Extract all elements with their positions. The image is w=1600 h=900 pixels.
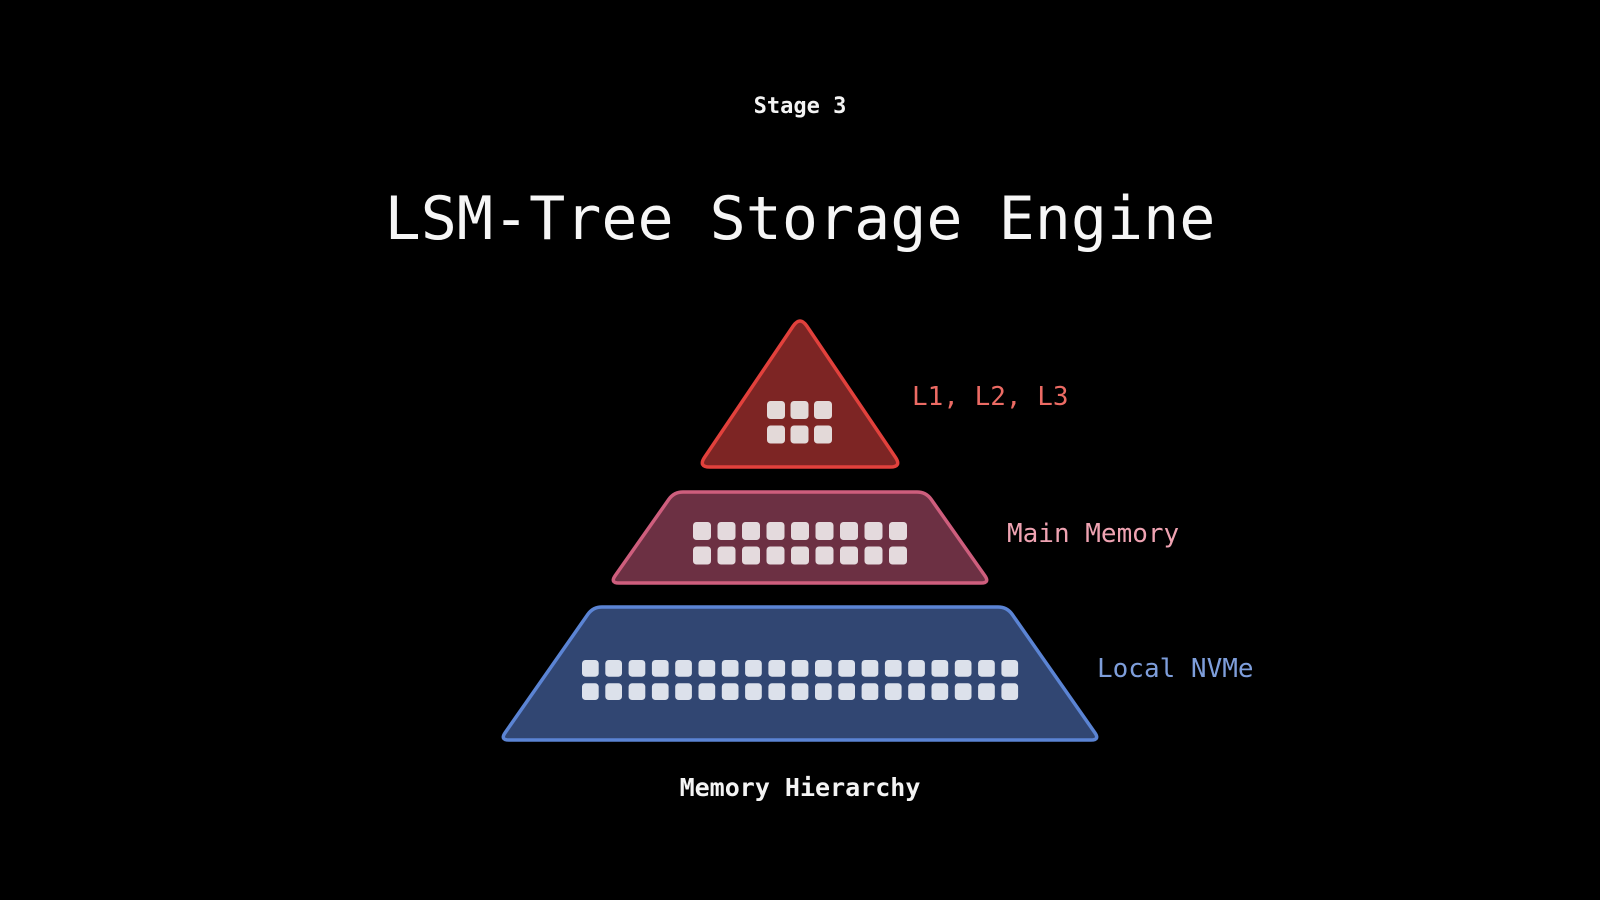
memory-cell <box>628 683 646 700</box>
memory-cell <box>815 660 832 677</box>
memory-cell <box>605 683 622 700</box>
pyramid-layer-cpu-caches <box>700 319 900 469</box>
label-main-memory: Main Memory <box>1007 519 1180 549</box>
memory-cell <box>978 660 995 677</box>
memory-cell <box>717 522 736 540</box>
diagram-caption: Memory Hierarchy <box>679 773 921 802</box>
memory-cell <box>582 660 599 677</box>
local-nvme-cell-grid <box>582 660 1019 700</box>
memory-cell <box>815 522 834 540</box>
memory-cell <box>745 683 762 700</box>
memory-cell <box>721 660 739 677</box>
memory-cell <box>815 546 834 565</box>
memory-cell <box>1001 660 1019 677</box>
memory-cell <box>1001 683 1019 700</box>
cpu-caches-cell-grid <box>767 401 832 444</box>
memory-cell <box>908 660 925 677</box>
memory-cell <box>766 522 785 540</box>
label-local-nvme: Local NVMe <box>1097 654 1254 684</box>
memory-cell <box>861 660 879 677</box>
memory-cell <box>790 425 809 444</box>
memory-cell <box>954 660 972 677</box>
memory-cell <box>742 522 760 540</box>
memory-cell <box>745 660 762 677</box>
memory-cell <box>884 683 902 700</box>
memory-cell <box>791 546 809 565</box>
memory-cell <box>840 522 858 540</box>
memory-cell <box>675 660 692 677</box>
pyramid-layer-main-memory <box>611 490 989 585</box>
memory-cell <box>884 660 902 677</box>
memory-cell <box>698 683 716 700</box>
memory-cell <box>721 683 739 700</box>
memory-cell <box>931 683 949 700</box>
memory-cell <box>814 425 832 444</box>
memory-cell <box>693 546 711 565</box>
memory-cell <box>698 660 716 677</box>
stage-label: Stage 3 <box>753 94 847 119</box>
memory-cell <box>768 683 786 700</box>
memory-cell <box>605 660 622 677</box>
memory-cell <box>767 425 785 444</box>
label-cpu-caches: L1, L2, L3 <box>912 382 1069 412</box>
memory-cell <box>978 683 995 700</box>
memory-cell <box>768 660 786 677</box>
memory-cell <box>908 683 925 700</box>
memory-cell <box>838 660 855 677</box>
memory-cell <box>717 546 736 565</box>
memory-cell <box>889 522 907 540</box>
memory-cell <box>767 401 785 419</box>
memory-cell <box>814 401 832 419</box>
memory-cell <box>864 522 883 540</box>
memory-cell <box>791 522 809 540</box>
memory-cell <box>628 660 646 677</box>
memory-cell <box>675 683 692 700</box>
memory-cell <box>651 683 669 700</box>
memory-cell <box>693 522 711 540</box>
memory-cell <box>840 546 858 565</box>
memory-cell <box>889 546 907 565</box>
memory-cell <box>838 683 855 700</box>
memory-cell <box>791 683 809 700</box>
memory-cell <box>864 546 883 565</box>
memory-cell <box>790 401 809 419</box>
pyramid-layer-local-nvme <box>501 605 1099 742</box>
memory-cell <box>582 683 599 700</box>
memory-cell <box>742 546 760 565</box>
main-memory-cell-grid <box>693 522 907 565</box>
memory-cell <box>931 660 949 677</box>
memory-cell <box>815 683 832 700</box>
memory-cell <box>766 546 785 565</box>
memory-cell <box>954 683 972 700</box>
memory-cell <box>861 683 879 700</box>
page-title: LSM-Tree Storage Engine <box>384 184 1216 254</box>
memory-cell <box>651 660 669 677</box>
cpu-caches-triangle-shape <box>700 319 900 469</box>
memory-cell <box>791 660 809 677</box>
